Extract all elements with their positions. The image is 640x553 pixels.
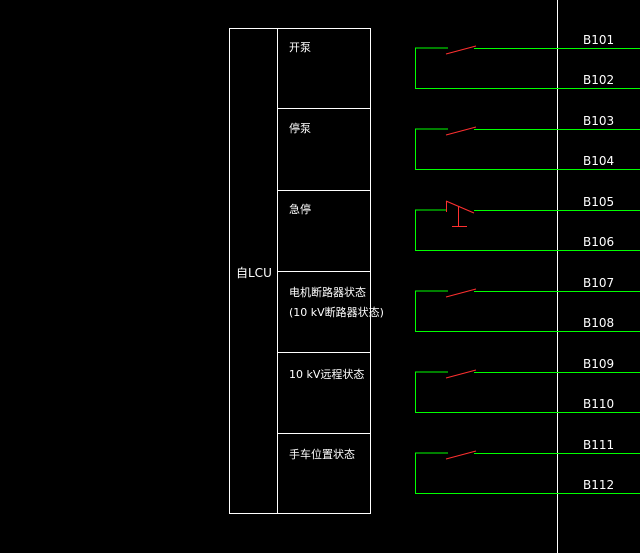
terminal-label: B109 [583, 357, 614, 371]
cell-label-emergency-stop: 急停 [289, 202, 311, 216]
terminal-label: B112 [583, 478, 614, 492]
terminal-label: B101 [583, 33, 614, 47]
circuit-wire [415, 47, 640, 89]
terminal-label: B102 [583, 73, 614, 87]
e-stop-blade [445, 200, 475, 214]
terminal-label: B107 [583, 276, 614, 290]
terminal-label: B103 [583, 114, 614, 128]
normally-open-contact [445, 288, 477, 298]
terminal-label: B108 [583, 316, 614, 330]
emergency-stop-contact [445, 200, 475, 227]
contact-circuit [415, 200, 640, 251]
circuit-wire [415, 209, 640, 251]
terminal-label: B104 [583, 154, 614, 168]
normally-open-contact [445, 450, 477, 460]
normally-open-contact [445, 45, 477, 55]
terminal-label: B111 [583, 438, 614, 452]
contact-circuit [415, 369, 640, 413]
panel-row-dividers [277, 108, 371, 434]
terminal-label: B106 [583, 235, 614, 249]
circuit-wire [415, 371, 640, 413]
circuit-wire [415, 128, 640, 170]
circuit-wire [415, 452, 640, 494]
cell-label-stop-pump: 停泵 [289, 121, 311, 135]
panel-source-label: 自LCU [236, 266, 272, 280]
cell-label-remote-status: 10 kV远程状态 [289, 367, 364, 381]
contact-circuit [415, 288, 640, 332]
cell-label-cart-position: 手车位置状态 [289, 447, 355, 461]
contact-circuit [415, 450, 640, 494]
cell-label-start-pump: 开泵 [289, 41, 311, 54]
contact-circuit [415, 45, 640, 89]
terminal-labels: B101 B102 B103 B104 B105 B106 B107 B108 … [583, 33, 614, 492]
terminal-label: B105 [583, 195, 614, 209]
cell-label-motor-breaker: 电机断路器状态 [289, 285, 366, 299]
contact-circuits [415, 45, 640, 494]
normally-open-contact [445, 126, 477, 136]
panel-cell-labels: 开泵 停泵 急停 电机断路器状态 (10 kV断路器状态) 10 kV远程状态 … [289, 41, 384, 461]
cell-label-motor-breaker-sub: (10 kV断路器状态) [289, 305, 384, 319]
terminal-label: B110 [583, 397, 614, 411]
normally-open-contact [445, 369, 477, 379]
circuit-wire [415, 290, 640, 332]
contact-circuit [415, 126, 640, 170]
